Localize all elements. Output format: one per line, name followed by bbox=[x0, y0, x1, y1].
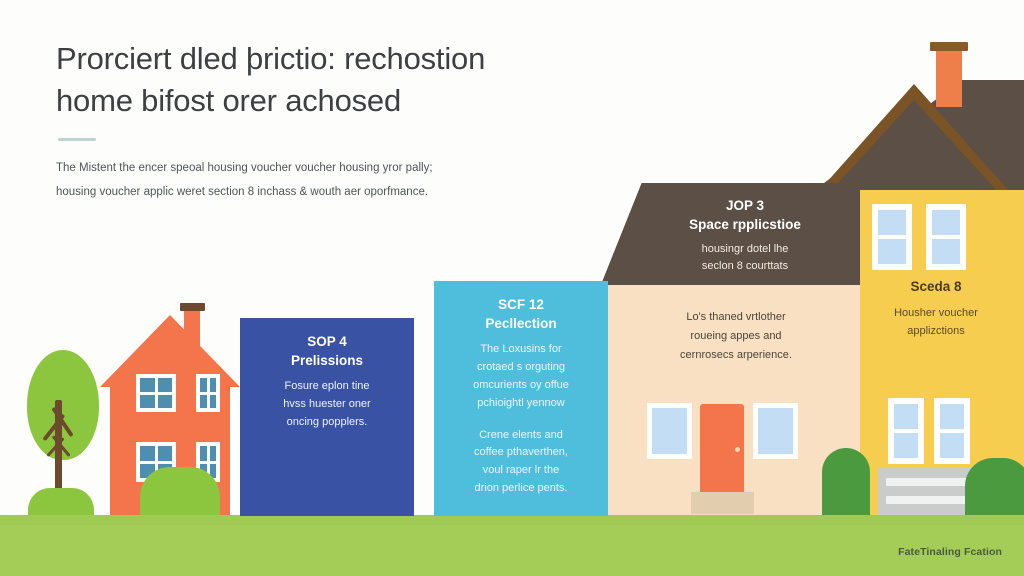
card-dark-blue-body: Fosure eplon tine hvss huester oner onci… bbox=[256, 378, 398, 431]
card-light-blue-body2-line-4: drion perlice pents. bbox=[474, 482, 568, 494]
yellow-house-gable-face bbox=[830, 100, 998, 192]
card-roof-title-line-2: Space rpplicstioe bbox=[689, 217, 801, 233]
footer-label: FateTinaling Fcation bbox=[898, 546, 1002, 558]
card-light-blue-title-line-1: SCF 12 bbox=[498, 297, 544, 312]
orange-house-window-top-left bbox=[136, 374, 176, 412]
yellow-house-chimney bbox=[936, 49, 962, 107]
card-roof-brown[interactable]: JOP 3 Space rpplicstioe housingr dotel l… bbox=[640, 196, 850, 276]
card-light-blue-body1-line-4: pchioightl yennow bbox=[477, 396, 565, 409]
page-subtitle-line-2: housing voucher applic weret section 8 i… bbox=[56, 185, 429, 198]
cream-house-roof bbox=[600, 183, 860, 287]
card-light-blue-body2-line-2: coffee pthaverthen, bbox=[474, 446, 568, 459]
page-subtitle: The Mistent the encer speoal housing vou… bbox=[56, 157, 556, 204]
card-cream-body: Lo's thaned vrtlother roueing appes and … bbox=[620, 308, 852, 365]
card-cream-body-line-2: roueing appes and bbox=[690, 329, 782, 342]
card-light-blue-body1-line-3: omcurients oy offue bbox=[473, 378, 569, 391]
page-title-line-2: home bifost orer achosed bbox=[56, 83, 402, 119]
card-yellow-body-line-1: Housher voucher bbox=[894, 306, 978, 319]
card-dark-blue[interactable]: SOP 4 Prelissions Fosure eplon tine hvss… bbox=[240, 318, 414, 516]
card-dark-blue-body-line-1: Fosure eplon tine bbox=[284, 380, 370, 393]
bush-far-right bbox=[965, 458, 1024, 518]
yellow-house-window-right bbox=[926, 204, 966, 270]
card-yellow-body-line-2: applizctions bbox=[907, 324, 965, 337]
card-dark-blue-body-line-3: oncing popplers. bbox=[286, 415, 368, 428]
yellow-house-window-lower-right bbox=[934, 398, 970, 464]
yellow-house-window-left bbox=[872, 204, 912, 270]
tree-trunk bbox=[55, 400, 62, 510]
tree-crown bbox=[27, 350, 99, 460]
card-roof-title: JOP 3 Space rpplicstioe bbox=[640, 196, 850, 235]
card-light-blue[interactable]: SCF 12 Pecllection The Loxusins for crot… bbox=[434, 281, 608, 516]
card-cream[interactable]: Lo's thaned vrtlother roueing appes and … bbox=[620, 308, 852, 365]
card-light-blue-body-2: Crene elents and coffee pthaverthen, vou… bbox=[450, 427, 592, 498]
yellow-house-chimney-cap bbox=[930, 42, 968, 51]
orange-house-window-top-right bbox=[196, 374, 220, 412]
page-title-line-1: Prorciert dled þrictio: rechostion bbox=[56, 41, 486, 76]
card-cream-body-line-3: cernrosecs arperience. bbox=[680, 348, 792, 361]
card-roof-body-line-1: housingr dotel lhe bbox=[701, 242, 789, 255]
orange-house-chimney-cap bbox=[180, 303, 205, 311]
card-dark-blue-title: SOP 4 Prelissions bbox=[256, 332, 398, 370]
card-light-blue-body1-line-2: crotaed s orguting bbox=[476, 361, 566, 374]
card-yellow-title: Sceda 8 bbox=[910, 279, 962, 294]
bush-front-orange-house bbox=[140, 467, 220, 517]
title-divider bbox=[58, 138, 96, 142]
ground-strip bbox=[0, 515, 1024, 576]
card-dark-blue-title-line-2: Prelissions bbox=[290, 353, 364, 369]
card-light-blue-body2-line-1: Crene elents and bbox=[479, 428, 563, 441]
header-block: Prorciert dled þrictio: rechostion home … bbox=[56, 38, 596, 204]
card-yellow[interactable]: Sceda 8 Housher voucher applizctions bbox=[852, 278, 1020, 341]
card-dark-blue-title-line-1: SOP 4 bbox=[307, 334, 347, 349]
card-light-blue-body1-line-1: The Loxusins for bbox=[480, 343, 562, 356]
cream-house-window-left bbox=[647, 403, 692, 459]
cream-house-window-right bbox=[753, 403, 798, 459]
card-cream-body-line-1: Lo's thaned vrtlother bbox=[686, 311, 786, 323]
card-light-blue-title: SCF 12 Pecllection bbox=[450, 295, 592, 333]
page-subtitle-line-1: The Mistent the encer speoal housing vou… bbox=[56, 162, 433, 175]
card-light-blue-title-line-2: Pecllection bbox=[485, 316, 557, 332]
card-dark-blue-body-line-2: hvss huester oner bbox=[283, 398, 371, 411]
ground-highlight bbox=[0, 515, 1024, 525]
stair-tread-2 bbox=[886, 496, 980, 504]
card-yellow-body: Housher voucher applizctions bbox=[852, 305, 1020, 341]
card-roof-title-line-1: JOP 3 bbox=[725, 198, 765, 213]
stair-tread-1 bbox=[886, 478, 980, 486]
cream-house-step bbox=[691, 492, 754, 514]
card-roof-body: housingr dotel lhe seclon 8 courttats bbox=[640, 241, 850, 276]
card-light-blue-body-1: The Loxusins for crotaed s orguting omcu… bbox=[450, 341, 592, 412]
door-knob-icon bbox=[735, 447, 740, 452]
card-roof-body-line-2: seclon 8 courttats bbox=[701, 260, 789, 273]
page-title: Prorciert dled þrictio: rechostion home … bbox=[56, 38, 596, 122]
yellow-house-window-lower-left bbox=[888, 398, 924, 464]
bush-between-houses bbox=[822, 448, 870, 518]
card-light-blue-body2-line-3: voul raper lr the bbox=[482, 464, 560, 477]
